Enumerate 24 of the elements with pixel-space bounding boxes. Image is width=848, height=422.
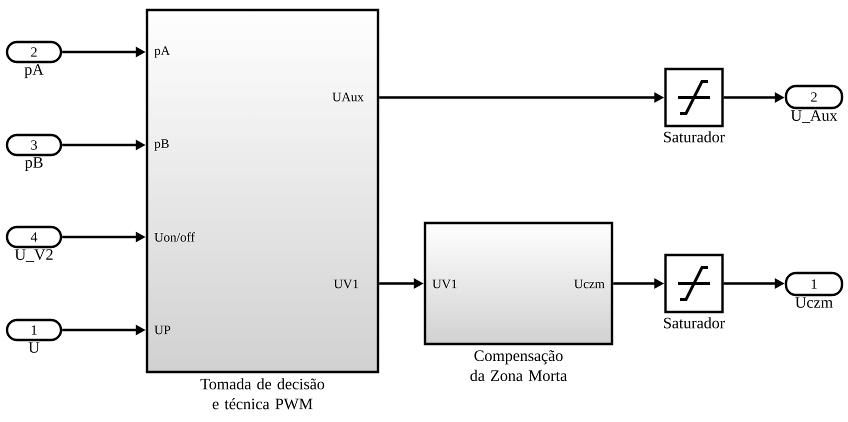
port-label: U_Aux (790, 110, 838, 123)
port-block: 3 (6, 134, 62, 156)
port-label: pA (24, 64, 44, 78)
block-title: Compensação da Zona Morta (470, 350, 567, 382)
port-block: 1 (784, 272, 844, 296)
port-block: 4 (6, 226, 62, 248)
port-name: UAux (332, 92, 364, 102)
port-name: Uon/off (154, 232, 195, 242)
port-block: 2 (784, 84, 844, 110)
port-name: UV1 (334, 280, 358, 288)
port-label: U (28, 342, 40, 353)
port-label: pB (24, 157, 43, 172)
port-name: Uczm (574, 280, 605, 288)
port-label: U_V2 (14, 249, 53, 262)
port-name: pB (154, 139, 169, 151)
port-block: 2 (6, 40, 62, 64)
port-name: UV1 (432, 280, 457, 288)
port-label: Saturador (664, 131, 725, 142)
port-block: 1 (6, 318, 62, 342)
port-name: UP (154, 326, 170, 334)
port-label: Saturador (664, 317, 725, 328)
port-label: Uczm (795, 297, 833, 308)
port-name: pA (154, 46, 170, 58)
block-title: Tomada de decisão e técnica PWM (200, 378, 324, 410)
